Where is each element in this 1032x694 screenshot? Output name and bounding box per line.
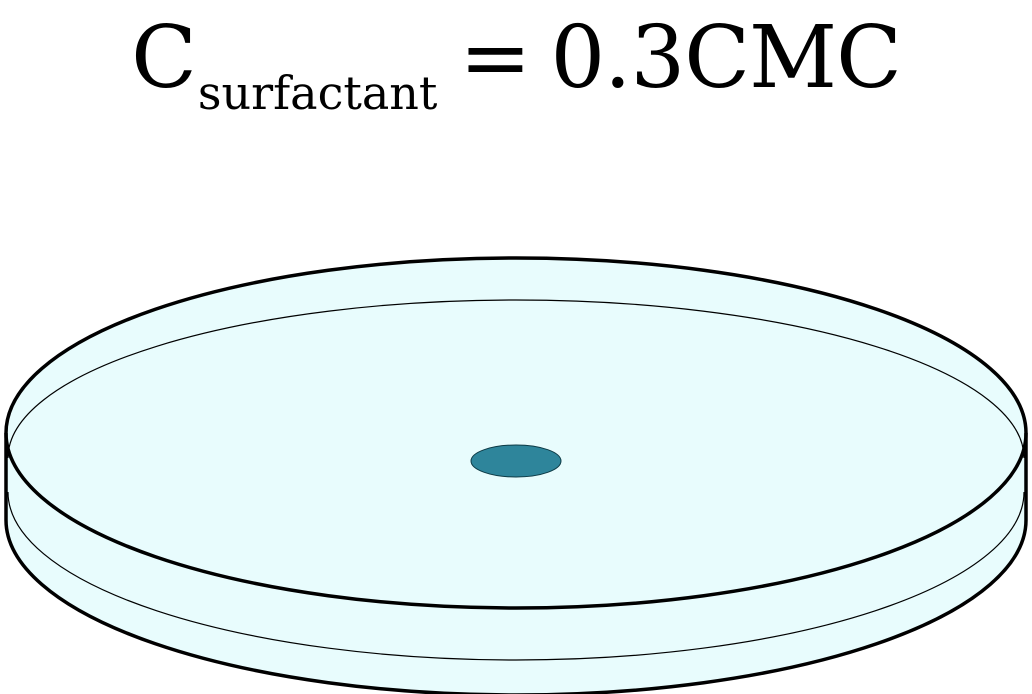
dish-inner-base-line (7, 491, 1025, 661)
concentration-value: 0.3CMC (550, 8, 901, 108)
concentration-symbol: C (131, 8, 197, 108)
dish-top-rim-front (4, 432, 1028, 610)
dish-bottom-rim (4, 519, 1028, 694)
surfactant-drop (470, 444, 562, 478)
equals-sign: = (459, 8, 531, 108)
dish-top-rim-back (4, 256, 1028, 434)
liquid-surface-line (7, 299, 1025, 459)
concentration-subscript: surfactant (197, 66, 438, 120)
equation-title: Csurfactant =0.3CMC (0, 0, 1032, 130)
